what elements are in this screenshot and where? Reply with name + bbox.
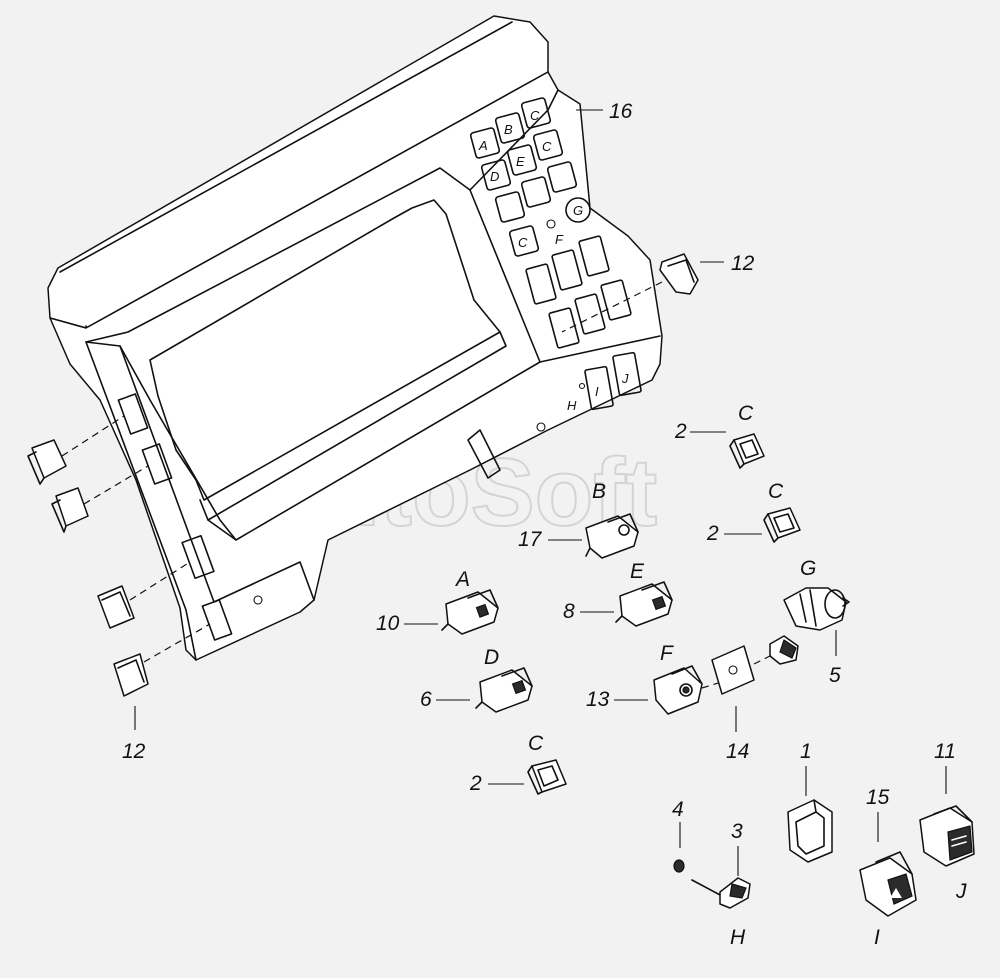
- panel-key-b: B: [504, 122, 513, 137]
- cap-c-mid: [763, 507, 801, 543]
- callout-11: 11: [934, 740, 956, 763]
- callout-10: 10: [376, 612, 400, 635]
- callout-17: 17: [518, 528, 543, 551]
- panel-indicator-f: F: [546, 219, 564, 247]
- label-f: F: [660, 642, 674, 665]
- label-g: G: [800, 557, 816, 580]
- plug-left-2: [51, 487, 89, 533]
- panel-switch-e: E: [506, 144, 538, 176]
- hazard-switch-i: [859, 851, 917, 917]
- panel-switch-a: A: [469, 127, 501, 159]
- mounting-plate: [711, 645, 755, 695]
- panel-blank-4: [525, 263, 557, 305]
- panel-key-j: J: [621, 371, 629, 386]
- panel-key-h: H: [567, 398, 577, 413]
- panel-blank-6: [578, 235, 610, 277]
- display-bezel: [85, 167, 541, 541]
- label-d: D: [484, 646, 499, 669]
- key: [691, 877, 751, 909]
- display-window: [149, 199, 501, 501]
- panel-switch-d: D: [480, 159, 512, 191]
- panel-blank-9: [600, 279, 632, 321]
- switch-frame: [787, 799, 833, 863]
- label-h: H: [730, 926, 746, 949]
- label-c-low: C: [528, 732, 544, 755]
- instrument-panel: A B C D E C: [47, 15, 663, 661]
- callout-5: 5: [829, 664, 841, 687]
- panel-blank-8: [574, 293, 606, 335]
- label-b: B: [592, 480, 606, 503]
- panel-key-c1: C: [530, 108, 540, 123]
- switch-grid: A B C D E C: [469, 97, 642, 413]
- label-c-top: C: [738, 402, 754, 425]
- plug-left-1: [27, 439, 67, 485]
- callout-13: 13: [586, 688, 610, 711]
- panel-key-a: A: [478, 138, 488, 153]
- callout-12-right: 12: [731, 252, 755, 275]
- panel-key-f: F: [555, 232, 564, 247]
- panel-key-c2: C: [542, 139, 552, 154]
- panel-blank-3: [546, 161, 578, 193]
- switch-d: [475, 667, 533, 713]
- callout-8: 8: [563, 600, 575, 623]
- callout-1: 1: [800, 740, 812, 763]
- cap-c-low: [527, 759, 567, 795]
- plug-left-3: [97, 585, 135, 629]
- panel-key-g: G: [573, 203, 583, 218]
- panel-switch-c-mid: C: [532, 129, 564, 161]
- panel-key-i: I: [595, 384, 599, 399]
- panel-blank-1: [494, 191, 526, 223]
- label-i: I: [874, 926, 880, 949]
- warning-lamp-f: [653, 665, 703, 715]
- panel-switch-j: J: [612, 351, 642, 397]
- callout-3: 3: [731, 820, 743, 843]
- label-c-mid: C: [768, 480, 784, 503]
- switch-b: [585, 513, 639, 559]
- panel-face: [49, 71, 663, 661]
- panel-switch-b: B: [494, 112, 526, 144]
- callout-2-mid: 2: [706, 522, 719, 545]
- cap-c-top: [729, 433, 765, 469]
- plug-right: [659, 253, 699, 295]
- panel-key-e: E: [516, 154, 525, 169]
- panel-ignition-g: G: [565, 197, 591, 223]
- panel-switch-c-top: C: [520, 97, 552, 129]
- callout-2-low: 2: [469, 772, 482, 795]
- panel-switch-c-low: C: [508, 225, 540, 257]
- callout-15: 15: [866, 786, 890, 809]
- panel-key-c3: C: [518, 235, 528, 250]
- panel-switch-i: I: [584, 365, 614, 411]
- panel-lock-h: H: [567, 382, 586, 413]
- callout-2-top: 2: [674, 420, 687, 443]
- panel-key-d: D: [490, 169, 499, 184]
- panel-blank-5: [551, 249, 583, 291]
- callout-12-left: 12: [122, 740, 146, 763]
- switch-a: [441, 589, 499, 635]
- label-j: J: [955, 880, 967, 903]
- callout-6: 6: [420, 688, 432, 711]
- plug-left-4: [113, 653, 149, 697]
- switch-e: [615, 581, 673, 627]
- ignition-knob: [769, 635, 799, 665]
- label-e: E: [630, 560, 645, 583]
- ignition-g: [783, 587, 850, 631]
- callout-14: 14: [726, 740, 749, 763]
- label-a: A: [454, 568, 470, 591]
- switch-block-j: [919, 805, 975, 867]
- panel-blank-2: [520, 176, 552, 208]
- callout-16: 16: [609, 100, 633, 123]
- nut: [673, 859, 685, 873]
- callout-4: 4: [672, 798, 684, 821]
- mount-hole-right: [536, 422, 546, 432]
- mount-hole-left: [253, 595, 263, 605]
